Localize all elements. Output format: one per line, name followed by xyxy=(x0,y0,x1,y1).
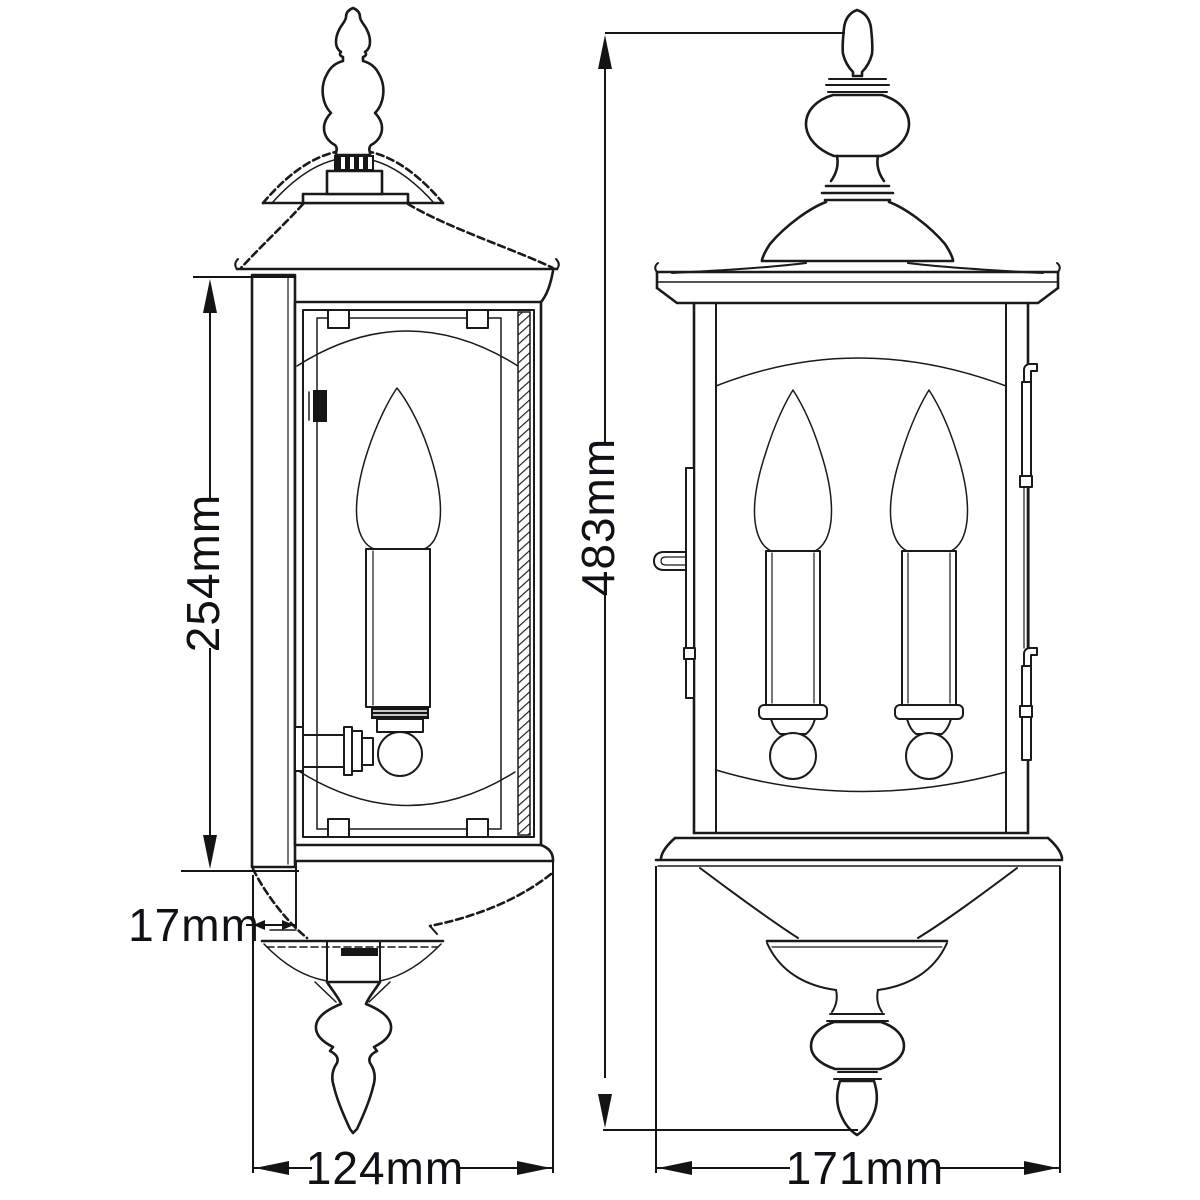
dimension-483mm: 483mm xyxy=(572,32,858,1131)
dimension-arrow xyxy=(598,35,612,69)
dimension-arrow xyxy=(1024,1161,1058,1175)
side-cap xyxy=(301,155,410,205)
frame-tab xyxy=(466,818,489,838)
candle-sleeve-right xyxy=(901,550,957,706)
front-view-drawing xyxy=(653,8,1064,1137)
side-candle-assembly xyxy=(294,387,442,777)
dimension-label-front-height: 483mm xyxy=(572,438,624,596)
front-top-finial xyxy=(804,8,911,202)
socket-sphere-left xyxy=(769,732,817,780)
side-view-drawing xyxy=(234,6,560,1135)
dimension-label-plate-depth: 17mm xyxy=(128,899,260,951)
dimension-arrow xyxy=(282,920,294,930)
socket-collar-side xyxy=(376,718,424,733)
dimension-arrow xyxy=(255,1161,289,1175)
mounting-plate xyxy=(250,273,297,869)
dimension-arrow xyxy=(517,1161,551,1175)
dimension-arrow xyxy=(658,1161,692,1175)
front-bottom-finial-tip xyxy=(835,1079,879,1137)
side-roof-bell xyxy=(234,202,560,304)
candle-sleeve-side xyxy=(365,548,431,708)
dimension-124mm: 124mm xyxy=(252,862,554,1194)
support-arm xyxy=(294,726,374,776)
dimension-arrow xyxy=(203,279,217,313)
front-base-skirt xyxy=(654,831,1064,1137)
dimension-arrow xyxy=(253,920,265,930)
dimension-arrow xyxy=(598,1094,612,1128)
dimension-17mm: 17mm xyxy=(128,899,296,951)
side-base-skirt xyxy=(251,843,555,1135)
side-bottom-finial xyxy=(314,980,393,1135)
front-bottom-knob xyxy=(809,1020,906,1071)
socket-sphere-side xyxy=(377,731,423,777)
frame-tab xyxy=(466,309,489,329)
door-hinges xyxy=(1019,363,1038,761)
candle-sleeve-left xyxy=(765,550,821,706)
front-candles xyxy=(753,389,969,780)
frame-tab xyxy=(327,309,350,329)
frame-tab xyxy=(327,818,350,838)
front-roof xyxy=(654,200,1061,305)
dimension-label-side-width: 124mm xyxy=(306,1142,464,1194)
dimension-label-front-width: 171mm xyxy=(786,1142,944,1194)
door-latch-front xyxy=(653,467,696,699)
glass-pane-hatch xyxy=(517,311,531,836)
side-top-finial xyxy=(321,6,385,157)
dimension-label-side-height: 254mm xyxy=(177,494,229,652)
dimension-171mm: 171mm xyxy=(655,866,1061,1194)
dimension-254mm: 254mm xyxy=(177,276,299,872)
dimension-arrow xyxy=(203,835,217,869)
door-latch-side xyxy=(313,390,327,422)
socket-threads xyxy=(371,707,429,719)
socket-sphere-right xyxy=(905,732,953,780)
